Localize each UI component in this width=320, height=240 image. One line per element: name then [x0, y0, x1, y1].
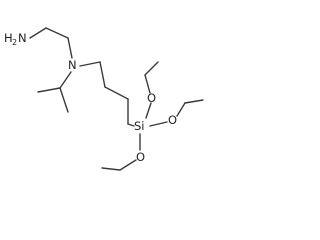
- oxygen-bottom-label: O: [136, 150, 145, 164]
- bond-top-ch2-ch3: [144, 61, 159, 76]
- amine-h-label: H: [4, 31, 13, 45]
- bond-n-ch: [59, 71, 72, 89]
- amine-h-count-label: 2: [12, 38, 17, 47]
- amine-n-label: N: [18, 31, 27, 45]
- bond-ch-me-left: [37, 87, 61, 93]
- bonds: [29, 27, 204, 171]
- tertiary-n-label: N: [68, 58, 77, 72]
- silicon-label: Si: [134, 119, 145, 133]
- bond-c2-n: [67, 37, 73, 59]
- bond-c4-c5: [104, 86, 129, 100]
- bond-right-ch2-ch3: [184, 99, 204, 104]
- bond-si-oright: [149, 121, 168, 127]
- bond-nh2-c1: [29, 27, 47, 39]
- bond-bottom-ch2-ch3: [101, 167, 121, 171]
- bond-ch-me-down: [59, 87, 69, 113]
- bond-oright-ch2: [176, 102, 186, 117]
- bond-obottom-ch2: [119, 159, 137, 171]
- bond-c1-c2: [45, 27, 69, 39]
- bond-c6-si: [127, 123, 135, 127]
- bond-otop-ch2: [144, 74, 151, 94]
- structural-formula: H 2 N N Si O O O: [4, 27, 204, 171]
- bond-c3-c4: [99, 61, 106, 88]
- oxygen-top-label: O: [147, 91, 156, 105]
- bond-n-c3: [79, 61, 101, 67]
- bond-si-otop: [145, 102, 152, 119]
- atoms: H 2 N N Si O O O: [4, 31, 177, 164]
- oxygen-right-label: O: [168, 113, 177, 127]
